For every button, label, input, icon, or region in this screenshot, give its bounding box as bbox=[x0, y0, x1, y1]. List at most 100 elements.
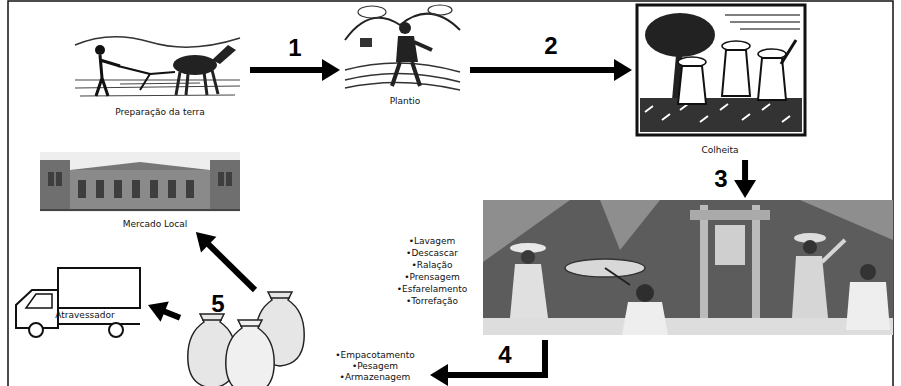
flow-arrow bbox=[250, 59, 340, 81]
market-tower bbox=[210, 160, 240, 210]
outer-frame bbox=[8, 1, 893, 386]
step-list-item: •Lavagem bbox=[380, 236, 484, 247]
arrow-head bbox=[614, 59, 632, 81]
image-caption: Colheita bbox=[630, 145, 810, 156]
image-caption-box: Preparação da terra bbox=[70, 5, 250, 120]
flow-arrow bbox=[734, 160, 756, 198]
truck-chassis bbox=[58, 323, 140, 325]
image-caption: Atravessador bbox=[15, 310, 155, 321]
horse-legs bbox=[176, 70, 218, 95]
worker-arm bbox=[781, 40, 796, 64]
step-list-item: •Prensagem bbox=[380, 272, 484, 283]
worker-body bbox=[622, 302, 668, 335]
press-post bbox=[752, 205, 760, 318]
step-list-item: •Pesagem bbox=[325, 361, 425, 372]
market-roof bbox=[70, 162, 210, 170]
arrow-head bbox=[322, 59, 340, 81]
step-list-item: •Empacotamento bbox=[325, 350, 425, 361]
market-tower bbox=[40, 160, 70, 210]
arrow-shaft bbox=[447, 340, 545, 375]
step-list-item: •Armazenagem bbox=[325, 372, 425, 383]
plowing-illustration bbox=[75, 37, 240, 96]
process-step-box: •Empacotamento•Pesagem•Armazenagem bbox=[180, 290, 430, 386]
arrow-shaft bbox=[742, 160, 748, 181]
sky-hatching bbox=[725, 15, 800, 29]
work-table bbox=[483, 318, 893, 335]
worker-head bbox=[521, 250, 535, 264]
market-illustration bbox=[40, 152, 240, 212]
step-number: 2 bbox=[544, 33, 557, 59]
street-line bbox=[40, 209, 240, 211]
flow-arrow bbox=[430, 340, 545, 386]
step-list-item: •Torrefação bbox=[380, 296, 484, 307]
worker-arm bbox=[822, 240, 845, 262]
flow-arrow bbox=[148, 301, 180, 321]
worker-head bbox=[860, 264, 876, 280]
arrow-shaft bbox=[250, 67, 323, 73]
cloud bbox=[428, 5, 452, 15]
worker-body bbox=[792, 256, 828, 318]
worker-body bbox=[722, 50, 750, 96]
image-caption-box: Colheita bbox=[632, 2, 812, 160]
sower-limbs bbox=[392, 42, 432, 86]
step-number: 4 bbox=[498, 342, 511, 368]
truck-window bbox=[26, 294, 52, 308]
worker-head bbox=[636, 284, 654, 302]
worker-body bbox=[846, 282, 890, 330]
step-list-item: •Esfarelamento bbox=[380, 284, 484, 295]
step-number: 1 bbox=[288, 35, 301, 61]
light-beams bbox=[483, 200, 893, 262]
market-arches bbox=[48, 172, 232, 198]
arrow-head bbox=[734, 180, 756, 198]
planting-illustration bbox=[345, 5, 460, 90]
truck-wheel bbox=[29, 323, 43, 337]
worker-body bbox=[678, 66, 706, 104]
mural-background bbox=[483, 200, 893, 335]
flour-sack bbox=[226, 320, 274, 386]
arrow-shaft bbox=[164, 311, 180, 318]
truck-cargo-box bbox=[58, 268, 140, 308]
step-number: 5 bbox=[211, 291, 224, 317]
crop-strokes bbox=[645, 104, 790, 122]
truck-illustration bbox=[16, 268, 140, 337]
sacks-illustration bbox=[188, 292, 304, 386]
tree-crown bbox=[645, 13, 715, 57]
plow bbox=[118, 66, 175, 90]
step-list-item: •Descascar bbox=[380, 248, 484, 259]
step-number: 3 bbox=[714, 166, 727, 192]
image-caption: Plantio bbox=[340, 96, 470, 107]
horse-head bbox=[212, 45, 236, 64]
processing-illustration bbox=[483, 200, 893, 335]
press-post bbox=[700, 205, 708, 318]
field-rows bbox=[345, 63, 460, 90]
image-caption: Mercado Local bbox=[53, 219, 258, 230]
image-caption-box: Atravessador bbox=[8, 262, 148, 340]
farmer-body bbox=[96, 55, 120, 96]
image-caption-box: Plantio bbox=[340, 0, 470, 110]
arrow-shaft bbox=[470, 67, 615, 73]
arrow-shaft bbox=[208, 244, 255, 290]
flow-arrow bbox=[196, 232, 255, 290]
press-beam bbox=[690, 210, 770, 220]
truck-wheel bbox=[109, 323, 123, 337]
sower-body bbox=[396, 36, 418, 62]
farmer-head bbox=[95, 45, 105, 55]
press-block bbox=[715, 225, 745, 265]
harvest-frame bbox=[637, 5, 805, 135]
arrow-head bbox=[148, 301, 169, 321]
harvest-illustration bbox=[637, 5, 805, 135]
step-list-item: •Ralação bbox=[380, 260, 484, 271]
worker-body bbox=[510, 264, 548, 318]
flow-arrow bbox=[470, 59, 632, 81]
image-caption: Preparação da terra bbox=[70, 107, 250, 118]
sower-head bbox=[399, 22, 411, 34]
worker-head bbox=[803, 240, 817, 254]
market-sky bbox=[40, 152, 240, 212]
cloud bbox=[358, 6, 386, 18]
image-caption-box: Mercado Local bbox=[38, 150, 243, 232]
arrow-head bbox=[196, 232, 217, 252]
farm-house bbox=[360, 38, 372, 47]
